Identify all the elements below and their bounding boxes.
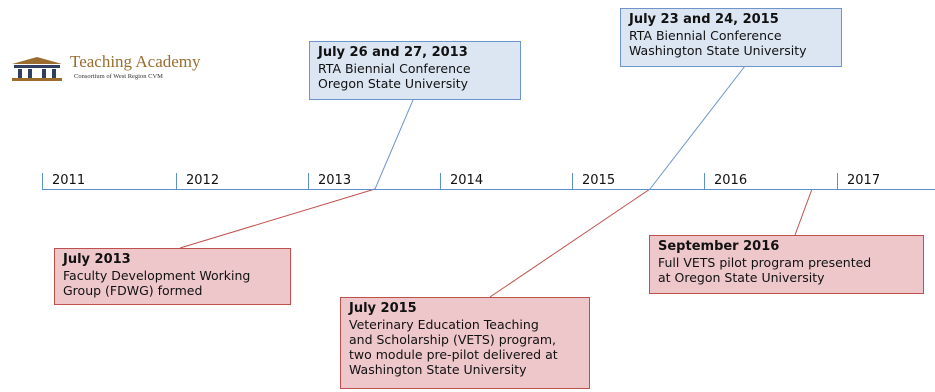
event-line: Veterinary Education Teaching [349, 317, 539, 332]
event-title: July 2015 [349, 301, 417, 316]
event-line: Faculty Development Working [63, 268, 251, 283]
connector-vets-2016 [794, 188, 813, 236]
event-line: Group (FDWG) formed [63, 283, 203, 298]
year-2015: 2015 [572, 173, 615, 189]
year-2016: 2016 [704, 173, 747, 189]
event-conference-2015: July 23 and 24, 2015 RTA Biennial Confer… [620, 8, 842, 67]
connector-conf-2013 [374, 99, 414, 190]
event-title: July 2013 [63, 252, 131, 267]
year-2011: 2011 [42, 173, 85, 189]
teaching-academy-logo: Teaching Academy Consortium of West Regi… [8, 52, 201, 92]
year-2013: 2013 [308, 173, 351, 189]
event-line: at Oregon State University [658, 270, 825, 285]
connector-vets-2015 [489, 188, 651, 298]
event-line: RTA Biennial Conference [318, 61, 471, 76]
event-line: Washington State University [349, 362, 527, 377]
event-line: and Scholarship (VETS) program, [349, 332, 557, 347]
connector-conf-2015 [649, 65, 746, 190]
academy-building-icon [12, 57, 62, 81]
event-vets-2015: July 2015 Veterinary Education Teaching … [340, 297, 590, 389]
event-conference-2013: July 26 and 27, 2013 RTA Biennial Confer… [309, 41, 521, 100]
event-title: September 2016 [658, 239, 780, 254]
event-line: Full VETS pilot program presented [658, 255, 872, 270]
event-line: RTA Biennial Conference [629, 28, 782, 43]
logo-subtitle: Consortium of West Region CVM [74, 73, 163, 80]
event-line: two module pre-pilot delivered at [349, 347, 558, 362]
event-fdwg-2013: July 2013 Faculty Development Working Gr… [54, 248, 291, 305]
event-title: July 23 and 24, 2015 [629, 12, 779, 27]
connector-fdwg-2013 [179, 188, 376, 249]
event-line: Oregon State University [318, 76, 468, 91]
year-2017: 2017 [837, 173, 880, 189]
logo-title: Teaching Academy [70, 52, 201, 71]
timeline-axis [42, 189, 935, 190]
year-2012: 2012 [176, 173, 219, 189]
event-vets-2016: September 2016 Full VETS pilot program p… [649, 235, 924, 294]
event-title: July 26 and 27, 2013 [318, 45, 468, 60]
event-line: Washington State University [629, 43, 807, 58]
year-2014: 2014 [440, 173, 483, 189]
